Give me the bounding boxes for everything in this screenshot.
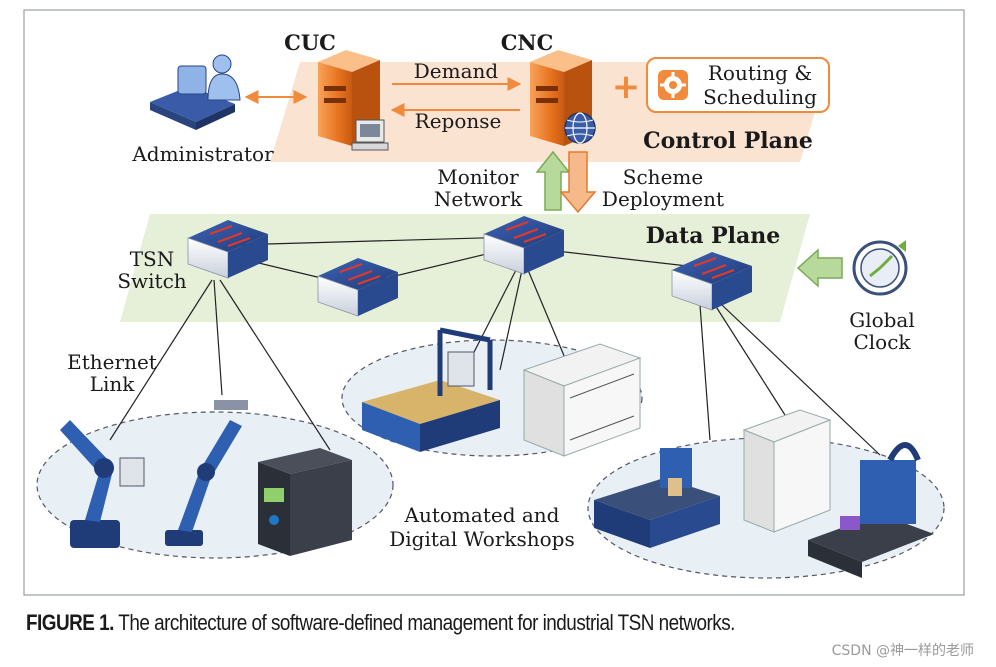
robot-arm-icon xyxy=(165,400,248,546)
cnc-label: CNC xyxy=(501,30,554,55)
monitor-network-arrow xyxy=(535,150,571,211)
globe-icon xyxy=(564,112,596,144)
control-plane-label: Control Plane xyxy=(643,128,813,154)
cuc-label: CUC xyxy=(284,30,336,55)
cnc-server-icon xyxy=(530,50,592,146)
scheduling-label: Scheduling xyxy=(703,85,817,109)
demand-label: Demand xyxy=(414,59,499,83)
gear-icon xyxy=(658,70,688,100)
cuc-server-icon xyxy=(318,50,389,151)
robot-arm-icon xyxy=(60,420,145,548)
tsn-label: TSN xyxy=(130,247,175,271)
reponse-label: Reponse xyxy=(415,109,502,133)
plc-controller-icon xyxy=(742,409,832,533)
network-label: Network xyxy=(434,187,523,211)
monitor-label: Monitor xyxy=(437,165,519,189)
tsn-switch-icon xyxy=(187,220,268,279)
tsn-switch-icon xyxy=(483,216,564,275)
administrator-label: Administrator xyxy=(131,142,274,166)
scheme-deployment-arrow xyxy=(559,151,597,214)
caption-text: The architecture of software-defined man… xyxy=(113,610,735,635)
plus-icon: + xyxy=(612,67,641,107)
tsn-switch-icon xyxy=(671,252,752,311)
switch-label: Switch xyxy=(117,269,186,293)
plc-controller-icon xyxy=(522,343,642,457)
inverter-drive-icon xyxy=(258,448,352,556)
figure-frame xyxy=(23,9,965,596)
workshops-label-line2: Digital Workshops xyxy=(389,527,575,551)
tsn-switch-icon xyxy=(317,258,398,317)
caption-lead: FIGURE 1. xyxy=(26,610,114,635)
routing-label: Routing & xyxy=(708,61,812,85)
workshops-label-line1: Automated and xyxy=(404,503,560,527)
link-label: Link xyxy=(90,372,136,396)
ethernet-label: Ethernet xyxy=(67,350,157,374)
deployment-label: Deployment xyxy=(602,187,724,211)
data-plane-label: Data Plane xyxy=(646,223,781,249)
milling-machine-icon xyxy=(594,448,720,548)
conveyor-machine-icon xyxy=(808,442,934,578)
scheme-label: Scheme xyxy=(623,165,703,189)
cnc-machine-icon xyxy=(362,327,500,452)
figure-caption: FIGURE 1. The architecture of software-d… xyxy=(26,610,735,636)
administrator-icon xyxy=(150,54,241,130)
clock-label: Clock xyxy=(853,330,911,354)
routing-scheduling-box xyxy=(646,57,830,113)
watermark: CSDN @神一样的老师 xyxy=(831,643,974,659)
clock-icon xyxy=(852,240,908,296)
clock-sync-arrow xyxy=(796,248,843,288)
global-label: Global xyxy=(849,308,915,332)
data-plane-band xyxy=(120,214,810,322)
